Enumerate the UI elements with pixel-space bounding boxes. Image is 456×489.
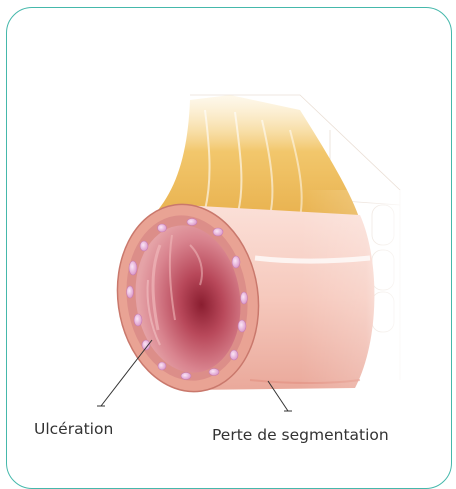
ulceration-leader-line [101,340,152,406]
ulceration-label: Ulcération [34,420,113,438]
loss-of-segmentation-label: Perte de segmentation [212,426,389,444]
